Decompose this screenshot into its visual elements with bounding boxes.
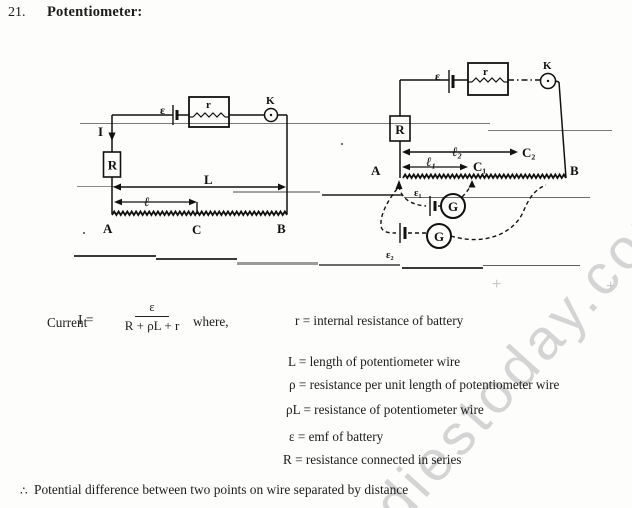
key-switch: K	[539, 60, 557, 90]
scan-rule-line	[322, 194, 402, 196]
battery-e2: ε₂	[386, 223, 407, 261]
label-B: B	[277, 221, 286, 236]
series-resistor-R: R	[102, 151, 122, 178]
label-l2: ℓ₂	[452, 144, 462, 159]
fraction-numerator: ε	[135, 300, 169, 317]
definition-r: r = internal resistance of battery	[295, 313, 464, 328]
circuit-wires	[399, 79, 567, 179]
potentiometer-wire-zigzag	[402, 172, 567, 180]
scan-rule-line	[74, 255, 156, 257]
scan-rule-line	[319, 264, 400, 266]
circuit-wires	[111, 114, 288, 214]
formula-tail: where,	[193, 314, 229, 329]
circuit-diagram-potentiometer-basic: I R ε r K L	[98, 95, 288, 237]
label-emf: ε	[435, 69, 440, 83]
definition-R: R = resistance connected in series	[283, 452, 462, 467]
circuit-diagram-potentiometer-compare-emf: ε r K R ℓ₂ C₂	[371, 60, 579, 261]
series-resistor-R: R	[389, 115, 411, 142]
label-G2: G	[434, 229, 444, 244]
label-r: r	[483, 66, 488, 78]
length-l2-arrow: ℓ₂ C₂	[402, 144, 535, 160]
length-L-arrow: L	[113, 172, 286, 191]
battery-e1: ε₁	[414, 188, 437, 216]
resistor-zigzag	[192, 112, 226, 118]
label-l1: ℓ₁	[426, 154, 436, 169]
definition-L: L = length of potentiometer wire	[288, 354, 461, 369]
label-B: B	[570, 163, 579, 178]
definition-emf: ε = emf of battery	[289, 429, 384, 444]
scan-rule-line	[77, 186, 115, 187]
scan-rule-line	[402, 267, 483, 269]
scan-rule-line	[488, 130, 612, 131]
galvanometer-2: G	[426, 223, 452, 249]
jockey-arrow	[395, 180, 403, 189]
therefore-symbol: ∴	[20, 484, 28, 498]
battery-symbol: ε	[435, 69, 455, 93]
scan-rule-line	[233, 191, 320, 193]
label-r: r	[206, 99, 211, 111]
definition-rhoL: ρL = resistance of potentiometer wire	[286, 402, 484, 417]
definition-rho: ρ = resistance per unit length of potent…	[289, 377, 560, 392]
watermark-plus-icon: +	[606, 278, 616, 295]
key-switch: K	[263, 95, 279, 123]
label-e2: ε₂	[386, 250, 394, 261]
scan-rule-line	[80, 123, 490, 124]
page-title: Potentiometer:	[47, 4, 143, 20]
battery-symbol: ε	[160, 103, 179, 125]
internal-resistance-box: r	[467, 62, 509, 96]
label-A: A	[371, 163, 381, 178]
conclusion-text: Potential difference between two points …	[34, 482, 409, 497]
scan-speck	[83, 232, 85, 234]
label-C: C	[192, 222, 201, 237]
scan-rule-line	[404, 197, 590, 198]
label-e1: ε₁	[414, 188, 422, 199]
jockey-arrow	[468, 180, 476, 188]
item-number: 21.	[8, 5, 26, 20]
label-K: K	[543, 60, 552, 72]
potentiometer-wire-zigzag	[111, 209, 288, 217]
fraction-denominator: R + ρL + r	[124, 318, 180, 333]
scan-rule-line	[156, 258, 237, 260]
label-current: I	[98, 124, 103, 139]
galvanometer-1: G	[440, 193, 466, 219]
label-K: K	[266, 95, 275, 107]
label-C2: C₂	[522, 145, 535, 160]
scan-speck	[341, 143, 343, 145]
resistor-zigzag	[471, 77, 505, 83]
label-A: A	[103, 221, 113, 236]
label-R: R	[395, 122, 405, 137]
length-l1-arrow: ℓ₁ C₁	[402, 154, 486, 174]
formula-lhs: I =	[78, 312, 94, 327]
label-C1: C₁	[473, 159, 486, 174]
watermark-plus-icon: +	[492, 276, 502, 293]
label-l: ℓ	[144, 194, 150, 209]
label-G1: G	[448, 199, 458, 214]
label-R: R	[108, 158, 118, 173]
internal-resistance-box: r	[188, 96, 230, 128]
label-L: L	[204, 172, 213, 187]
current-arrow: I	[98, 124, 116, 141]
label-emf: ε	[160, 103, 165, 117]
formula-lead: Current	[47, 315, 88, 330]
scan-rule-line	[237, 262, 318, 265]
scan-rule-line	[483, 265, 580, 266]
formula-fraction: ε R + ρL + r	[117, 298, 187, 334]
